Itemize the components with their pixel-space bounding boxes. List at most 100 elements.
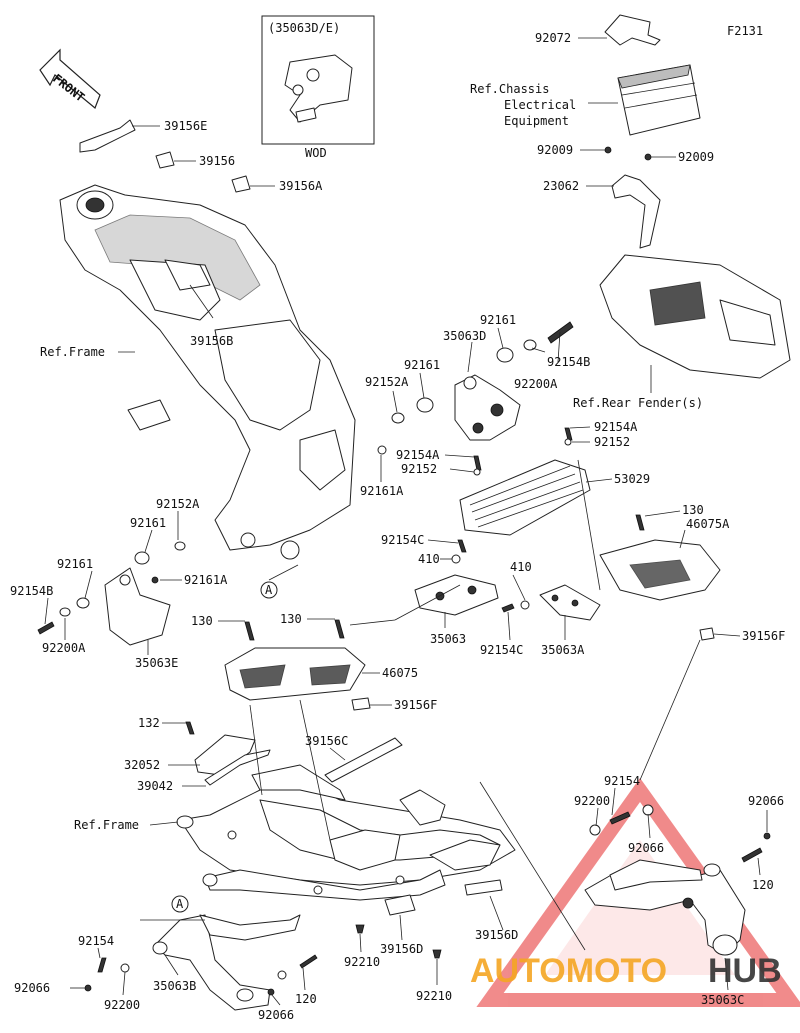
label-130-c: 130 (280, 612, 302, 626)
label-ref-rear-fender: Ref.Rear Fender(s) (573, 396, 703, 410)
watermark: AUTOMOTO HUB (470, 952, 782, 990)
label-39156F-a: 39156F (742, 629, 785, 643)
part-labels: 92072 Ref.Chassis Electrical Equipment 9… (10, 31, 785, 1022)
pads-39156D (384, 879, 503, 916)
label-92152-a: 92152 (594, 435, 630, 449)
label-132: 132 (138, 716, 160, 730)
bolts-92210 (355, 924, 442, 959)
label-92161A-a: 92161A (360, 484, 404, 498)
label-120-a: 120 (752, 878, 774, 892)
rear-fender-part (599, 254, 791, 379)
main-frame-part (59, 184, 356, 560)
bracket-23062 (604, 146, 661, 249)
diagram-code: F2131 (727, 24, 763, 38)
label-92200A-b: 92200A (42, 641, 86, 655)
label-92161-a: 92161 (480, 313, 516, 327)
label-92210-a: 92210 (344, 955, 380, 969)
label-35063A: 35063A (541, 643, 585, 657)
reference-marker-a-1-label: A (265, 583, 273, 597)
label-410-b: 410 (510, 560, 532, 574)
label-39156B: 39156B (190, 334, 233, 348)
reference-marker-a-2-label: A (176, 897, 184, 911)
label-92154A-b: 92154A (396, 448, 440, 462)
inset-title: (35063D/E) (268, 21, 340, 35)
label-46075A: 46075A (686, 517, 730, 531)
label-ref-chassis-1: Ref.Chassis (470, 82, 549, 96)
label-39042: 39042 (137, 779, 173, 793)
label-39156F-b: 39156F (394, 698, 437, 712)
rubber-pad-53029 (459, 459, 591, 536)
label-92154B-a: 92154B (547, 355, 590, 369)
label-46075: 46075 (382, 666, 418, 680)
label-92200A-a: 92200A (514, 377, 558, 391)
label-39156D-a: 39156D (380, 942, 423, 956)
label-120-b: 120 (295, 992, 317, 1006)
label-92161-d: 92161 (57, 557, 93, 571)
label-39156C: 39156C (305, 734, 348, 748)
label-ref-chassis-3: Equipment (504, 114, 569, 128)
label-92161-b: 92161 (404, 358, 440, 372)
label-ref-frame-top: Ref.Frame (40, 345, 105, 359)
label-35063: 35063 (430, 632, 466, 646)
label-92200-b: 92200 (104, 998, 140, 1012)
label-39156A: 39156A (279, 179, 323, 193)
label-32052: 32052 (124, 758, 160, 772)
label-35063B: 35063B (153, 979, 196, 993)
label-92154B-b: 92154B (10, 584, 53, 598)
label-92200-a: 92200 (574, 794, 610, 808)
label-410-a: 410 (418, 552, 440, 566)
footrest-46075A (599, 514, 721, 641)
label-39156: 39156 (199, 154, 235, 168)
bracket-35063E (37, 541, 186, 646)
label-92154C-a: 92154C (381, 533, 424, 547)
label-92154A-a: 92154A (594, 420, 638, 434)
leader-lines (44, 37, 768, 1006)
bracket-35063C (584, 804, 771, 956)
front-arrow-icon: FRONT (39, 48, 101, 109)
footrest-46075 (224, 619, 371, 711)
label-130-b: 130 (191, 614, 213, 628)
pad-39156E (79, 119, 136, 153)
label-39156D-b: 39156D (475, 928, 518, 942)
label-92152A-a: 92152A (365, 375, 409, 389)
pad-39156A (231, 175, 251, 193)
electrical-equipment-part (604, 14, 701, 136)
label-92009-left: 92009 (537, 143, 573, 157)
label-130-a: 130 (682, 503, 704, 517)
watermark-text-1: AUTOMOTO (470, 952, 667, 990)
label-92152A-b: 92152A (156, 497, 200, 511)
heel-guard-35063A (501, 584, 601, 621)
label-92210-b: 92210 (416, 989, 452, 1003)
cover-32052 (185, 721, 271, 786)
bracket-35063B (84, 914, 318, 1011)
inset-caption: WOD (305, 146, 327, 160)
label-92009-right: 92009 (678, 150, 714, 164)
label-ref-frame-bottom: Ref.Frame (74, 818, 139, 832)
heel-guard-35063 (414, 539, 499, 616)
label-92152-b: 92152 (401, 462, 437, 476)
watermark-text-2: HUB (708, 952, 782, 990)
reference-marker-a-1 (260, 581, 278, 599)
label-39156E: 39156E (164, 119, 207, 133)
label-92066-a: 92066 (748, 794, 784, 808)
label-53029: 53029 (614, 472, 650, 486)
label-35063D: 35063D (443, 329, 486, 343)
label-92161A-b: 92161A (184, 573, 228, 587)
label-92066-b: 92066 (628, 841, 664, 855)
fasteners-upper (377, 321, 574, 476)
inset-box: (35063D/E) WOD (261, 15, 375, 160)
label-92072: 92072 (535, 31, 571, 45)
bracket-35063D (454, 374, 521, 441)
label-92154-a: 92154 (604, 774, 640, 788)
pad-39156 (155, 151, 175, 169)
label-35063C: 35063C (701, 993, 744, 1007)
label-92161-c: 92161 (130, 516, 166, 530)
label-92154C-b: 92154C (480, 643, 523, 657)
label-ref-chassis-2: Electrical (504, 98, 576, 112)
label-23062: 23062 (543, 179, 579, 193)
pad-39156C (324, 737, 403, 783)
label-92154-b: 92154 (78, 934, 114, 948)
label-92066-c: 92066 (14, 981, 50, 995)
